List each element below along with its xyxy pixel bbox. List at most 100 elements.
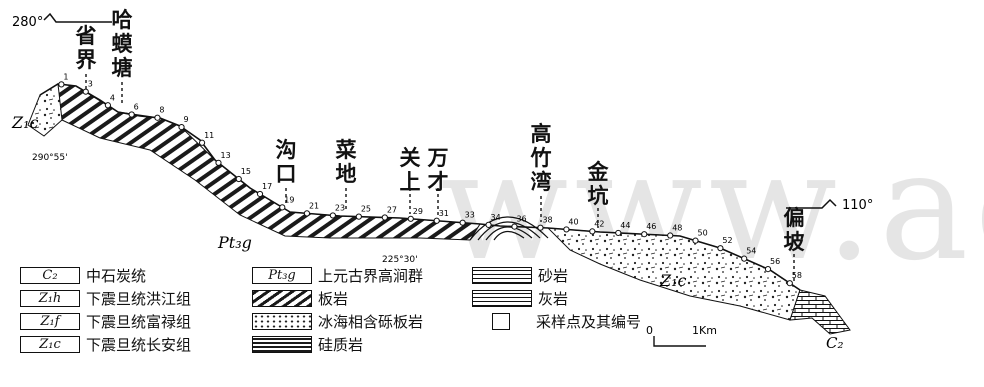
legend-item: 板岩	[252, 287, 348, 309]
sample-point	[433, 217, 440, 224]
sample-point	[563, 226, 570, 233]
fold-structure	[469, 216, 549, 241]
legend-item: 灰岩	[472, 287, 568, 309]
sample-point	[303, 210, 311, 217]
place-label-pianpo: 偏坡	[783, 206, 805, 254]
sample-point	[589, 228, 596, 235]
unit-label-left: Z₁c	[11, 113, 39, 132]
sample-point	[786, 280, 793, 287]
sample-number: 25	[361, 205, 371, 214]
sample-number: 58	[792, 271, 802, 280]
legend-label: 中石炭统	[86, 266, 147, 285]
c2-limestone-body	[789, 289, 851, 335]
place-label-gaozhuwan: 高竹湾	[530, 122, 552, 194]
sample-point	[717, 245, 724, 252]
sample-number: 3	[88, 80, 93, 89]
sample-point	[615, 229, 622, 237]
legend-item: Pt₃g 上元古界高涧群	[252, 264, 423, 286]
sample-point	[381, 214, 388, 221]
sample-number: 8	[159, 106, 164, 115]
sample-number: 54	[746, 247, 756, 256]
legend-label: 灰岩	[538, 289, 569, 308]
sample-number: 38	[542, 216, 552, 225]
sample-point	[485, 221, 492, 228]
sample-number: 11	[204, 131, 214, 140]
sample-number: 6	[134, 102, 139, 111]
legend-swatch: Z₁h	[20, 289, 80, 307]
legend-code: Z₁f	[40, 313, 60, 329]
sample-number: 19	[284, 195, 294, 204]
sample-number: 17	[262, 182, 272, 191]
sample-point	[511, 223, 518, 230]
sample-number: 44	[620, 221, 630, 230]
sample-number: 48	[672, 224, 682, 233]
sample-number: 13	[220, 151, 230, 160]
legend-label: 下震旦统富禄组	[86, 312, 192, 331]
legend-code: Pt₃g	[268, 267, 296, 283]
legend-label: 冰海相含砾板岩	[318, 312, 424, 331]
sample-point	[104, 102, 112, 109]
sample-point	[692, 237, 699, 244]
unit-label-right: Z₁c	[659, 271, 687, 290]
sample-number: 33	[465, 211, 475, 220]
legend-label: 砂岩	[538, 266, 569, 285]
sample-point	[215, 159, 222, 166]
sample-number: 52	[722, 236, 732, 245]
unit-label-c2: C₂	[826, 334, 844, 352]
sample-number: 9	[184, 115, 189, 124]
right-bearing-label: 110°	[842, 198, 873, 213]
legend-label: 下震旦统洪江组	[86, 289, 192, 308]
left-bearing-marker: 280°	[12, 12, 112, 30]
legend-swatch: Pt₃g	[252, 266, 312, 284]
sample-point	[741, 255, 748, 262]
legend-label: 采样点及其编号	[536, 312, 642, 331]
sample-number: 42	[594, 219, 604, 228]
legend-label: 上元古界高涧群	[318, 266, 424, 285]
sample-number: 36	[516, 215, 526, 224]
sample-point	[407, 215, 414, 222]
sample-number: 23	[335, 203, 345, 212]
legend-code: Z₁c	[39, 336, 61, 352]
legend-swatch	[492, 312, 510, 330]
sample-point	[764, 266, 772, 273]
sample-point	[128, 111, 135, 118]
sample-number: 29	[413, 207, 423, 216]
sample-number: 31	[439, 209, 449, 218]
sample-number: 27	[387, 205, 397, 214]
legend-item: 砂岩	[472, 264, 568, 286]
left-bearing-label: 280°	[12, 15, 43, 30]
scale-bar: 0 1Km	[646, 324, 717, 347]
sample-point	[641, 231, 648, 238]
legend-item: 硅质岩	[252, 333, 363, 355]
legend-swatch	[252, 289, 312, 307]
scale-end: 1Km	[692, 324, 717, 337]
legend-swatch	[252, 335, 312, 353]
legend-item: Z₁h 下震旦统洪江组	[20, 287, 191, 309]
legend-item: Z₁f 下震旦统富禄组	[20, 310, 191, 332]
unit-label-mid: Pt₃g	[217, 233, 252, 252]
sample-point	[198, 139, 206, 146]
sample-number: 40	[568, 217, 578, 226]
place-label-goukou: 沟口	[275, 138, 297, 186]
legend-label: 板岩	[318, 289, 349, 308]
coord-left: 290°55'	[32, 153, 68, 163]
scale-zero: 0	[646, 324, 653, 337]
place-label-guanshang: 关上	[399, 146, 421, 194]
sample-point	[355, 213, 362, 220]
sample-point	[154, 114, 161, 121]
legend-item: 冰海相含砾板岩	[252, 310, 423, 332]
sample-number: 15	[241, 167, 251, 176]
sample-point	[329, 212, 336, 219]
legend-label: 硅质岩	[318, 335, 364, 354]
sample-point	[178, 123, 185, 131]
sample-number: 56	[770, 257, 780, 266]
legend-swatch	[252, 312, 312, 330]
legend-swatch: Z₁c	[20, 335, 80, 353]
place-label-hamatang: 哈蟆塘	[111, 8, 133, 80]
sample-point	[58, 81, 65, 88]
legend-swatch: Z₁f	[20, 312, 80, 330]
sample-number: 4	[110, 93, 115, 102]
